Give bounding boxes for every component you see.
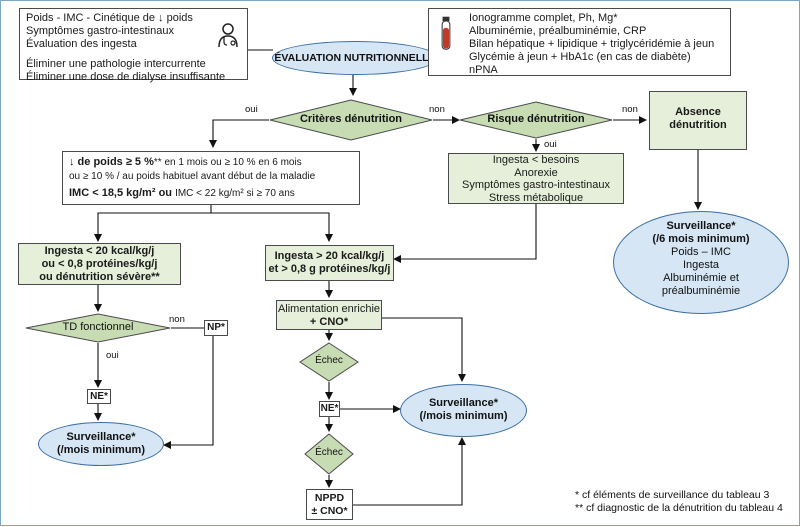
- intradialytic-parenteral-box: NPPD ± CNO*: [306, 489, 353, 520]
- enriched-diet-box: Alimentation enrichie + CNO*: [276, 300, 382, 330]
- lab-line-glycemia: Glycémie à jeun + HbA1c (en cas de diabè…: [469, 51, 691, 63]
- enteral-nutrition-left-label: NE*: [90, 391, 108, 402]
- surv-left-frequency: (/mois minimum): [56, 444, 145, 456]
- bmi-criterion: IMC < 18,5 kg/m²: [69, 187, 156, 199]
- blood-tube-icon: [441, 16, 451, 50]
- risk-factor-stress: Stress métabolique: [488, 191, 584, 204]
- surv-middle-frequency: (/mois minimum): [419, 410, 508, 422]
- clinical-line-weight: Poids - IMC - Cinétique de ↓ poids: [26, 12, 193, 24]
- surv-right-ingesta: Ingesta: [682, 259, 720, 271]
- low-intake-box: Ingesta < 20 kcal/kg/j ou < 0,8 protéine…: [18, 243, 181, 285]
- footnote-surveillance: * cf éléments de surveillance du tableau…: [575, 489, 770, 501]
- clinical-line-dialysis: Éliminer une dose de dialyse insuffisant…: [26, 71, 226, 83]
- risk-label: Risque dénutrition: [487, 113, 585, 125]
- clinical-evaluation-box: Poids - IMC - Cinétique de ↓ poids Sympt…: [19, 8, 248, 83]
- enriched-diet-supplement: + CNO*: [309, 316, 349, 328]
- enteral-nutrition-box-left: NE*: [87, 389, 111, 404]
- enriched-diet-label: Alimentation enrichie: [277, 303, 381, 315]
- risk-decision-diamond: Risque dénutrition: [459, 101, 613, 139]
- surveillance-monthly-ellipse-left: Surveillance* (/mois minimum): [38, 422, 164, 466]
- enteral-nutrition-middle-label: NE*: [320, 403, 339, 414]
- risk-factor-gi: Symptômes gastro-intestinaux: [462, 179, 610, 191]
- gi-tract-label: TD fonctionnel: [62, 321, 134, 333]
- nppd-label: NPPD: [314, 492, 345, 504]
- bmi-connector: ou: [155, 187, 176, 199]
- failure-label-1: Échec: [315, 355, 343, 366]
- surv-right-prealbumin: préalbuminémie: [661, 285, 741, 297]
- stethoscope-doctor-icon: [218, 23, 238, 48]
- parenteral-nutrition-box: NP*: [204, 320, 228, 336]
- surv-right-albumin: Albuminémie et: [663, 272, 739, 284]
- footnotes: * cf éléments de surveillance du tableau…: [575, 489, 783, 515]
- failure-label-2: Échec: [315, 447, 343, 458]
- failure-decision-diamond-1: Échec: [299, 342, 359, 382]
- risk-factor-ingesta: Ingesta < besoins: [492, 154, 580, 166]
- lab-line-albumin: Albuminémie, préalbuminémie, CRP: [469, 25, 647, 37]
- no-malnutrition-line2: dénutrition: [669, 119, 727, 131]
- surv-left-title: Surveillance*: [66, 431, 136, 443]
- usual-weight-detail: ou ≥ 10 % / au poids habituel avant débu…: [69, 171, 316, 182]
- clinical-line-pathology: Éliminer une pathologie intercurrente: [26, 58, 206, 70]
- lab-line-iono: Ionogramme complet, Ph, Mg*: [469, 12, 618, 24]
- risk-no-label: non: [622, 104, 638, 115]
- low-intake-severe: ou dénutrition sévère**: [39, 271, 160, 283]
- lab-line-npna: nPNA: [469, 64, 498, 76]
- criteria-no-label: non: [429, 104, 445, 115]
- lab-line-hepatic: Bilan hépatique + lipidique + triglycéri…: [469, 38, 715, 50]
- nutritional-evaluation-ellipse: ÉVALUATION NUTRITIONNELLE: [272, 41, 438, 75]
- enteral-nutrition-box-middle: NE*: [319, 401, 340, 417]
- risk-factor-anorexia: Anorexie: [514, 166, 558, 179]
- weight-loss-criterion: ↓ de poids ≥ 5 %: [69, 156, 154, 168]
- lab-workup-box: Ionogramme complet, Ph, Mg* Albuminémie,…: [428, 8, 731, 76]
- parenteral-nutrition-label: NP*: [207, 322, 225, 333]
- surv-right-frequency: (/6 mois minimum): [652, 233, 750, 245]
- weight-loss-detail: ** en 1 mois ou ≥ 10 % en 6 mois: [153, 157, 302, 168]
- gi-tract-decision-diamond: TD fonctionnel: [25, 313, 171, 343]
- adequate-intake-protein: et > 0,8 g protéines/kg/j: [268, 263, 391, 275]
- adequate-intake-box: Ingesta > 20 kcal/kg/j et > 0,8 g protéi…: [265, 245, 394, 281]
- criteria-label: Critères dénutrition: [299, 113, 403, 125]
- criteria-decision-diamond: Critères dénutrition: [269, 99, 433, 141]
- surveillance-6-months-ellipse: Surveillance* (/6 mois minimum) Poids – …: [613, 211, 789, 314]
- clinical-line-gi: Symptômes gastro-intestinaux: [26, 25, 174, 37]
- low-intake-protein: ou < 0,8 protéines/kg/j: [41, 258, 158, 270]
- nutritional-evaluation-label: ÉVALUATION NUTRITIONNELLE: [274, 52, 436, 64]
- gi-tract-yes-label: oui: [106, 350, 119, 361]
- no-malnutrition-box: Absence dénutrition: [649, 91, 747, 150]
- footnote-diagnosis: ** cf diagnostic de la dénutrition du ta…: [575, 502, 783, 514]
- clinical-line-ingesta: Évaluation des ingesta: [26, 38, 137, 50]
- surv-right-weight: Poids – IMC: [671, 246, 731, 258]
- risk-factors-box: Ingesta < besoins Anorexie Symptômes gas…: [448, 153, 624, 204]
- adequate-intake-kcal: Ingesta > 20 kcal/kg/j: [274, 250, 385, 262]
- nppd-supplement: ± CNO*: [311, 505, 348, 517]
- malnutrition-criteria-box: ↓ de poids ≥ 5 %** en 1 mois ou ≥ 10 % e…: [62, 151, 360, 205]
- surv-middle-title: Surveillance*: [428, 397, 499, 409]
- no-malnutrition-line1: Absence: [675, 106, 721, 118]
- bmi-elderly-detail: IMC < 22 kg/m² si ≥ 70 ans: [175, 188, 295, 199]
- gi-tract-no-label: non: [169, 314, 185, 325]
- surv-right-title: Surveillance*: [666, 220, 736, 232]
- surveillance-monthly-ellipse-middle: Surveillance* (/mois minimum): [400, 384, 527, 437]
- low-intake-kcal: Ingesta < 20 kcal/kg/j: [44, 245, 155, 257]
- risk-yes-label: oui: [544, 139, 557, 150]
- failure-decision-diamond-2: Échec: [304, 433, 354, 475]
- criteria-yes-label: oui: [245, 104, 258, 115]
